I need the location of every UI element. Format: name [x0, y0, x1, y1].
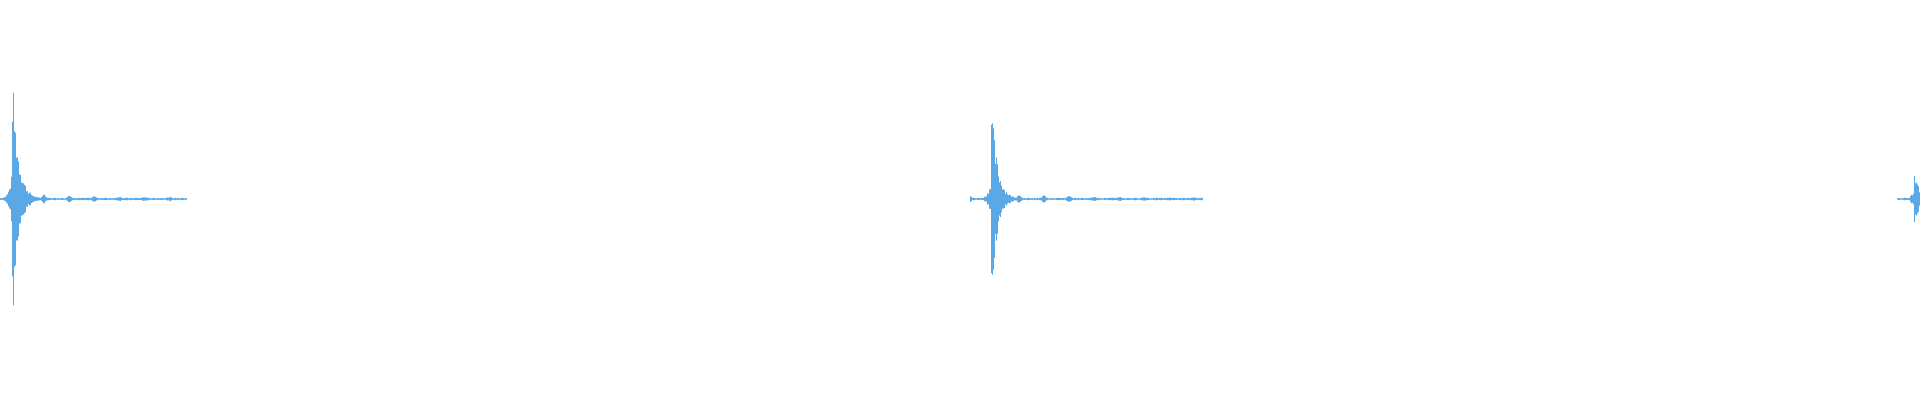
waveform-segments: [0, 92, 1920, 306]
